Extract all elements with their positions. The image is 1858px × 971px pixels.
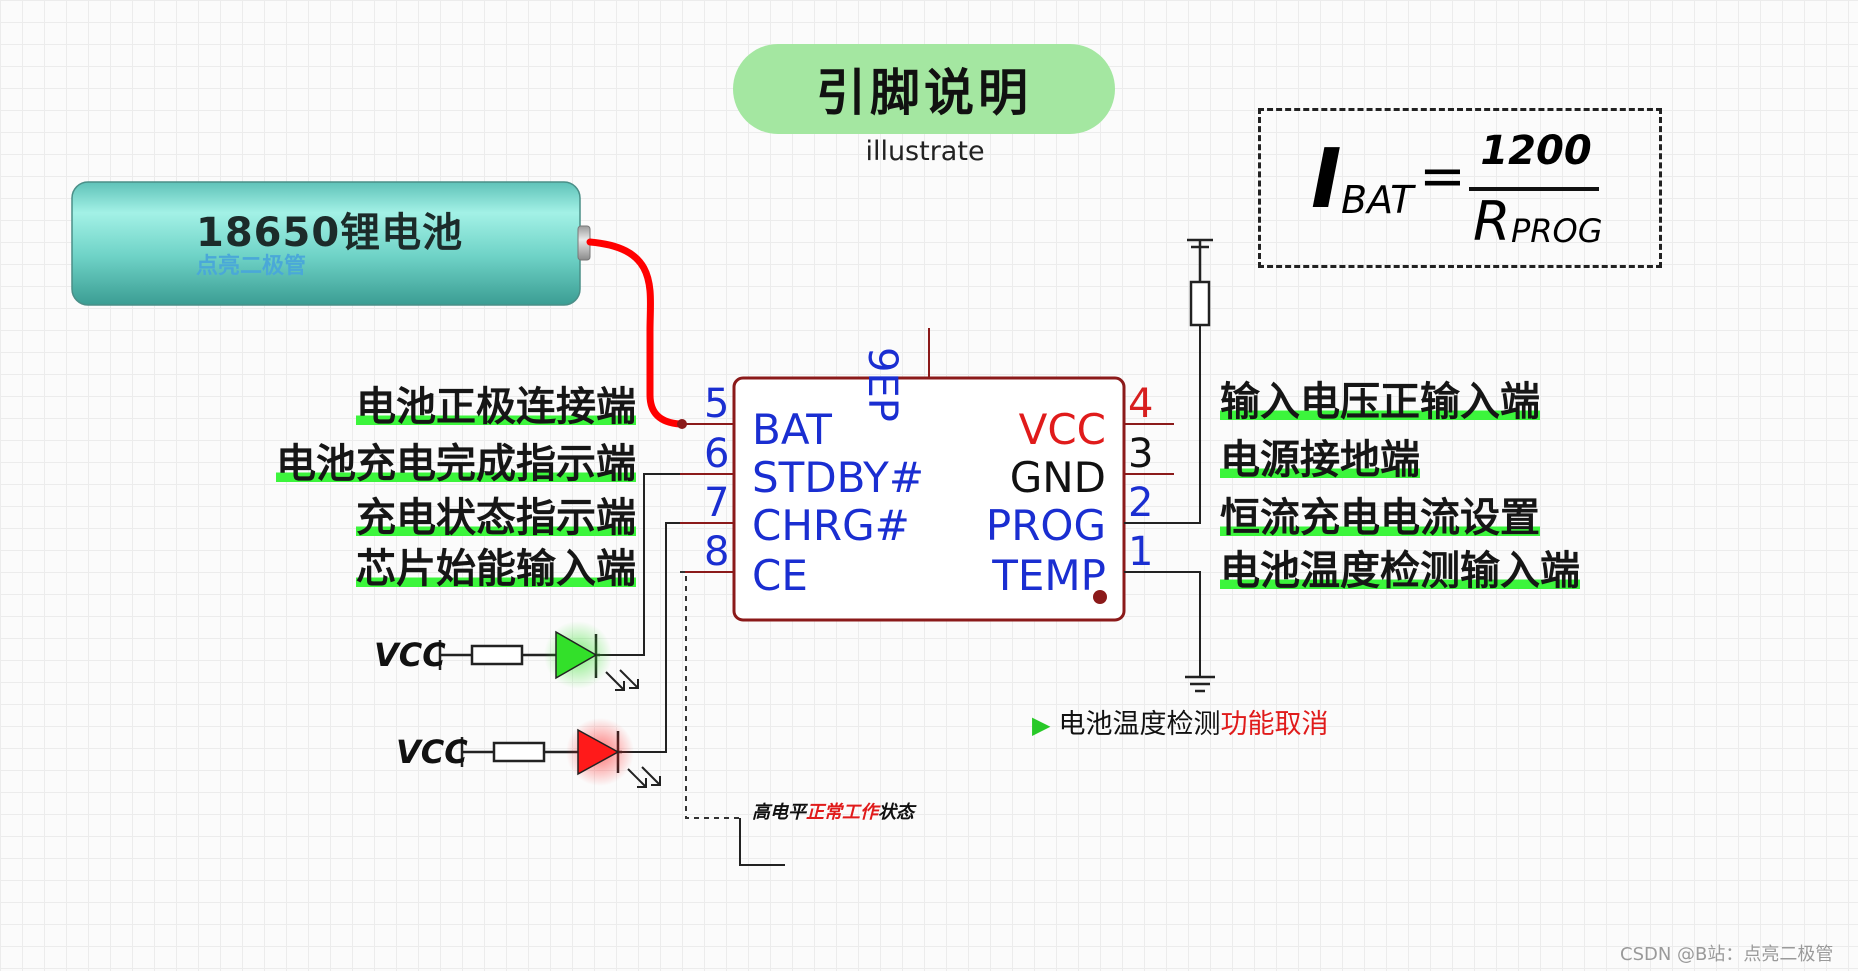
chip-pin-ce: CE — [752, 551, 808, 600]
watermark: CSDN @B站：点亮二极管 — [1620, 944, 1834, 965]
red-led-circuit — [460, 718, 661, 788]
temp-note-highlight: 功能取消 — [1220, 709, 1329, 740]
pin1-description: 电池温度检测输入端 — [1220, 547, 1580, 595]
chip-pin-ep: 9EP — [859, 347, 905, 422]
pin3-number: 3 — [1128, 431, 1154, 477]
ce-note-suffix: 状态 — [878, 802, 914, 823]
pin7-description: 充电状态指示端 — [356, 494, 636, 542]
formula-equals: = — [1419, 144, 1466, 209]
pin8-description: 芯片始能输入端 — [356, 545, 636, 593]
pin3-description: 电源接地端 — [1220, 436, 1420, 484]
pin2-description: 恒流充电电流设置 — [1220, 494, 1540, 542]
formula-box: I BAT = 1200 R PROG — [1258, 108, 1662, 268]
pin5-number: 5 — [704, 381, 730, 427]
chip-pin-stdby: STDBY# — [752, 453, 925, 502]
chip-pin-vcc: VCC — [1018, 405, 1106, 454]
formula-resistor-symbol: R — [1473, 190, 1511, 253]
chip-pin-bat: BAT — [752, 405, 832, 454]
ce-dashed-wire — [680, 571, 740, 819]
pin4-number: 4 — [1128, 381, 1154, 427]
battery-positive-wire — [586, 238, 684, 428]
page-subtitle: illustrate — [865, 136, 985, 167]
pin6-description: 电池充电完成指示端 — [276, 440, 636, 488]
formula-current-symbol: I — [1311, 132, 1342, 227]
green-led-light-arrows — [605, 669, 639, 691]
ce-note: 高电平正常工作状态 — [752, 798, 914, 824]
pin5-description: 电池正极连接端 — [356, 383, 636, 431]
chip-pin-gnd: GND — [1009, 453, 1106, 502]
pin6-number: 6 — [704, 431, 730, 477]
pin4-description: 输入电压正输入端 — [1220, 378, 1540, 426]
pin1-marker — [1093, 590, 1107, 604]
ce-note-prefix: 高电平 — [752, 802, 806, 823]
formula-fraction-bar — [1469, 187, 1599, 191]
formula-resistor-subscript: PROG — [1511, 212, 1603, 250]
page-title: 引脚说明 — [733, 44, 1115, 134]
pin1-number: 1 — [1128, 529, 1154, 575]
red-led-light-arrows — [627, 766, 661, 788]
formula-numerator: 1200 — [1480, 128, 1592, 174]
ce-note-highlight: 正常工作 — [806, 802, 878, 823]
chip-pin-temp: TEMP — [992, 551, 1106, 600]
green-led-circuit — [438, 621, 639, 691]
green-led-vcc-label: VCC — [374, 636, 446, 674]
pin9-name: EP — [859, 372, 905, 422]
chip-pin-chrg: CHRG# — [752, 501, 910, 550]
pin9-number: 9 — [859, 347, 905, 373]
battery-brand: 点亮二极管 — [196, 254, 307, 279]
pin7-number: 7 — [704, 480, 730, 526]
pin8-number: 8 — [704, 529, 730, 575]
red-led-vcc-label: VCC — [396, 733, 468, 771]
prog-resistor — [1187, 238, 1213, 327]
temp-note: ▶电池温度检测功能取消 — [1032, 702, 1328, 741]
formula-current-subscript: BAT — [1341, 178, 1414, 222]
wires — [600, 325, 1201, 866]
pin2-number: 2 — [1128, 480, 1154, 526]
ground-symbol — [1185, 675, 1215, 693]
battery-label: 18650锂电池 — [196, 210, 464, 256]
temp-note-prefix: 电池温度检测 — [1058, 709, 1221, 740]
chip-pin-prog: PROG — [985, 501, 1106, 550]
play-arrow-icon: ▶ — [1032, 711, 1051, 739]
green-led-icon — [555, 630, 598, 680]
red-led-icon — [577, 728, 620, 776]
